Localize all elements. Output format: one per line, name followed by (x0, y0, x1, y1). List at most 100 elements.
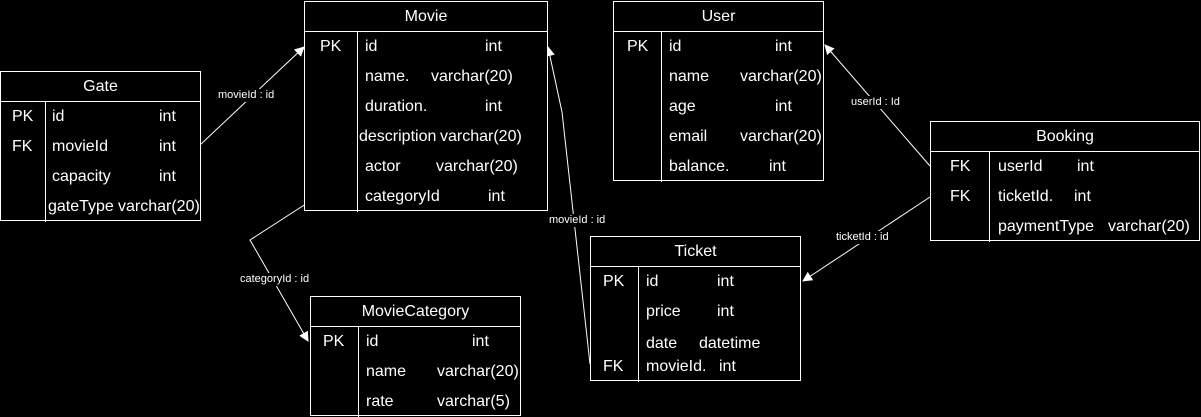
gate-row-type: int (159, 168, 176, 185)
gate-row-type: varchar(20) (118, 198, 200, 215)
ticket-row-price: price int (591, 297, 800, 327)
movie-row-name: description (359, 128, 437, 145)
movie-row-type: varchar(20) (440, 128, 522, 145)
user-row-balance: balance. int (614, 152, 823, 182)
ticket-to-movie-connector (545, 46, 591, 365)
booking-row-userid: FK userId int (931, 152, 1199, 182)
moviecategory-row-type: int (472, 333, 489, 350)
user-row-name: name (669, 68, 710, 85)
movie-row-actor: actor varchar(20) (305, 152, 547, 182)
gate-row-name: gateType (48, 198, 114, 215)
ticket-row-name: price (646, 303, 681, 320)
movie-row-type: varchar(20) (431, 68, 513, 85)
booking-row-name: userId (998, 158, 1043, 175)
movie-row-name-field: name. varchar(20) (305, 62, 547, 92)
gate-row-type: int (159, 108, 176, 125)
gate-row-type: int (159, 138, 176, 155)
movie-row-type: int (485, 98, 502, 115)
user-row-name: email (669, 128, 708, 145)
gate-key-column (1, 102, 46, 222)
moviecategory-row-type: varchar(20) (437, 363, 519, 380)
booking-row-name: paymentType (998, 218, 1095, 235)
booking-row-key: FK (950, 158, 971, 175)
ticket-row-key: PK (603, 273, 625, 290)
moviecategory-table[interactable]: MovieCategory PK id int name varchar(20)… (310, 296, 521, 417)
moviecategory-row-type: varchar(5) (437, 393, 510, 410)
movie-key-column (305, 32, 358, 212)
gate-row-name: movieId (52, 138, 109, 155)
user-table-body: PK id int name varchar(20) age int email… (614, 32, 823, 182)
moviecategory-row-rate: rate varchar(5) (311, 387, 520, 417)
gate-table-body: PK id int FK movieId int capacity int ga… (1, 102, 200, 222)
moviecategory-key-column (311, 327, 359, 417)
user-row-key: PK (627, 38, 649, 55)
booking-table[interactable]: Booking FK userId int FK ticketId. int p… (930, 121, 1200, 242)
booking-row-paymenttype: paymentType varchar(20) (931, 212, 1199, 242)
ticket-row-type: int (719, 358, 736, 375)
movie-row-name: categoryId (365, 188, 440, 205)
booking-table-body: FK userId int FK ticketId. int paymentTy… (931, 152, 1199, 242)
user-row-email: email varchar(20) (614, 122, 823, 152)
moviecategory-row-name: id (366, 333, 379, 350)
user-row-name: balance. (669, 158, 730, 175)
booking-row-type: int (1077, 158, 1094, 175)
booking-key-column (931, 152, 990, 242)
ticket-row-name: date (646, 335, 678, 352)
booking-table-title: Booking (931, 122, 1199, 152)
movie-row-categoryid: categoryId int (305, 182, 547, 212)
ticket-table-body: PK id int price int date datetime FK mov… (591, 267, 800, 382)
ticket-row-name: id (646, 273, 659, 290)
user-row-name-field: name varchar(20) (614, 62, 823, 92)
user-row-type: int (775, 98, 792, 115)
gate-row-id: PK id int (1, 102, 200, 132)
gate-row-name: id (52, 108, 65, 125)
gate-table[interactable]: Gate PK id int FK movieId int capacity i… (0, 71, 201, 222)
movie-row-name: name. (365, 68, 410, 85)
user-table[interactable]: User PK id int name varchar(20) age int … (613, 1, 824, 182)
movie-to-moviecategory-connector (249, 199, 313, 342)
ticket-row-type: int (717, 273, 734, 290)
booking-row-type: int (1074, 188, 1091, 205)
ticket-key-column (591, 267, 639, 382)
ticket-table-title: Ticket (591, 237, 800, 267)
ticket-row-type: int (717, 303, 734, 320)
movie-row-key: PK (320, 38, 342, 55)
gate-row-capacity: capacity int (1, 162, 200, 192)
moviecategory-row-key: PK (323, 333, 345, 350)
gate-row-movieid: FK movieId int (1, 132, 200, 162)
user-row-name: id (669, 38, 682, 55)
user-row-id: PK id int (614, 32, 823, 62)
gate-row-key: FK (12, 138, 33, 155)
ticket-row-type: datetime (699, 335, 761, 352)
movie-row-name: id (365, 38, 378, 55)
ticket-row-id: PK id int (591, 267, 800, 297)
movie-row-type: varchar(20) (436, 158, 518, 175)
movie-table[interactable]: Movie PK id int name. varchar(20) durati… (304, 1, 548, 212)
ticket-table[interactable]: Ticket PK id int price int date datetime… (590, 236, 801, 382)
movie-row-description: description varchar(20) (305, 122, 547, 152)
user-row-type: int (769, 158, 786, 175)
moviecategory-table-title: MovieCategory (311, 297, 520, 327)
ticket-row-date: date datetime (591, 327, 800, 352)
gate-row-key: PK (12, 108, 34, 125)
moviecategory-table-body: PK id int name varchar(20) rate varchar(… (311, 327, 520, 417)
user-row-type: varchar(20) (740, 128, 822, 145)
booking-row-type: varchar(20) (1108, 218, 1190, 235)
movie-row-type: int (485, 38, 502, 55)
ticket-row-key: FK (603, 358, 624, 375)
moviecategory-row-name: rate (366, 393, 394, 410)
user-row-name: age (669, 98, 696, 115)
gate-table-title: Gate (1, 72, 200, 102)
booking-row-name: ticketId. (998, 188, 1054, 205)
moviecategory-row-name-field: name varchar(20) (311, 357, 520, 387)
booking-ticket-relation-label: ticketId : id (834, 231, 891, 244)
user-table-title: User (614, 2, 823, 32)
gate-movie-relation-label: movieId : id (216, 89, 277, 102)
booking-row-ticketid: FK ticketId. int (931, 182, 1199, 212)
movie-row-type: int (488, 188, 505, 205)
gate-row-gatetype: gateType varchar(20) (1, 192, 200, 222)
booking-user-relation-label: userId : Id (849, 96, 902, 109)
ticket-row-name: movieId. (646, 358, 707, 375)
moviecategory-row-id: PK id int (311, 327, 520, 357)
gate-row-name: capacity (52, 168, 111, 185)
